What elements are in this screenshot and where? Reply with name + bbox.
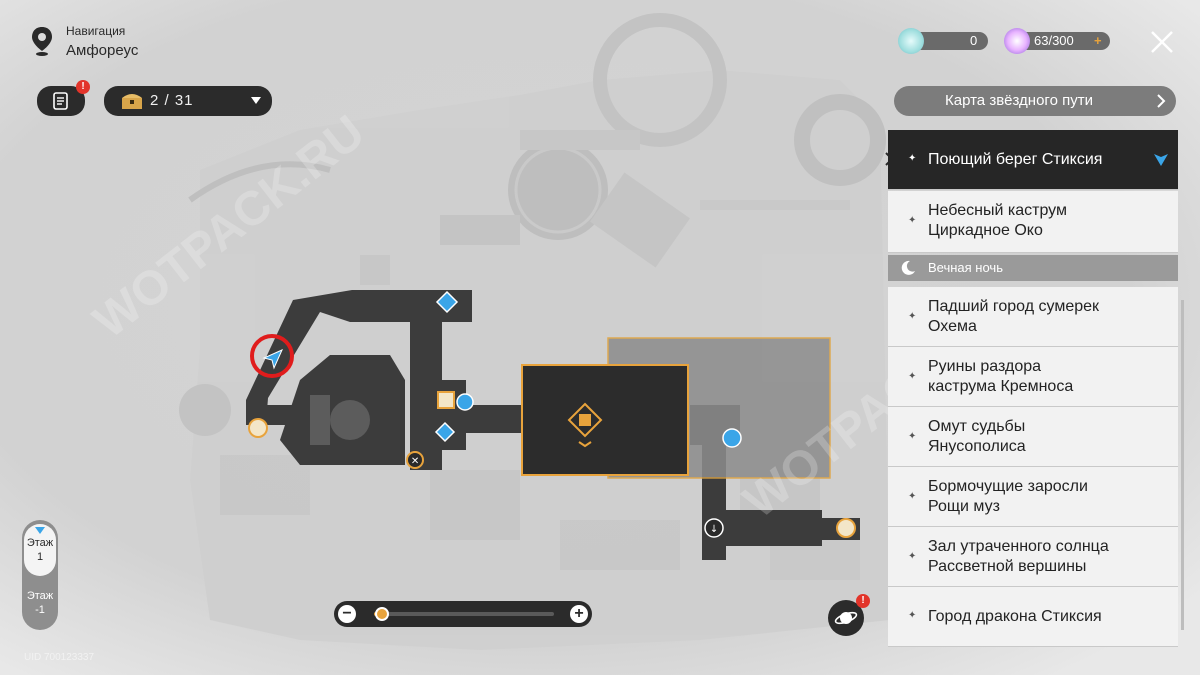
exit-marker-icon: [437, 391, 455, 409]
list-item[interactable]: ✦ Зал утраченного солнца Рассветной верш…: [888, 527, 1178, 587]
list-item-label: Город дракона Стиксия: [928, 608, 1102, 625]
list-item[interactable]: ✦ Омут судьбы Янусополиса: [888, 407, 1178, 467]
player-location-icon: [250, 334, 294, 378]
planet-icon: [834, 611, 858, 625]
section-header: Вечная ночь: [888, 255, 1178, 281]
list-item-label: Охема: [928, 318, 977, 335]
list-item-label: Бормочущие заросли: [928, 478, 1088, 495]
bullet-icon: ✦: [908, 215, 917, 226]
location-pin-icon: [32, 27, 52, 56]
zoom-control: − +: [334, 601, 592, 627]
bullet-icon: ✦: [908, 153, 917, 164]
zoom-out-button[interactable]: −: [338, 605, 356, 623]
list-item[interactable]: ✦ Город дракона Стиксия: [888, 587, 1178, 647]
trailblaze-power-icon: [1004, 28, 1030, 54]
highlighted-room-main: [521, 364, 689, 476]
stellar-jade-icon: [898, 28, 924, 54]
floor-minus-1-number: -1: [35, 604, 45, 616]
list-scrollbar[interactable]: [1181, 300, 1184, 630]
puzzle-marker-icon: [248, 418, 268, 438]
resource-1-pill: 0: [910, 32, 988, 50]
chest-counter-dropdown[interactable]: 2 / 31: [104, 86, 272, 116]
stairs-down-icon: [434, 421, 456, 443]
list-item-label: Падший город сумерек: [928, 298, 1100, 315]
space-anchor-icon: [456, 393, 474, 411]
zoom-slider[interactable]: [374, 607, 554, 621]
puzzle-marker-icon-2: [836, 518, 856, 538]
notes-button[interactable]: !: [37, 80, 90, 116]
crescent-moon-icon: [901, 260, 915, 275]
floor-selector: Этаж 1 Этаж -1: [22, 520, 58, 630]
chevron-down-icon: [251, 97, 261, 104]
list-item-label: Циркадное Око: [928, 222, 1043, 239]
floor-minus-1-button[interactable]: Этаж -1: [22, 584, 58, 628]
list-item-label: Руины раздора: [928, 358, 1042, 375]
list-item[interactable]: ✦ Руины раздора каструма Кремноса: [888, 347, 1178, 407]
floor-1-number: 1: [36, 551, 44, 563]
location-list: ✦ Поющий берег Стиксия ✦ Небесный кастру…: [888, 130, 1178, 675]
zoom-in-button[interactable]: +: [570, 605, 588, 623]
teleport-marker-icon: [435, 290, 459, 314]
star-rail-map-button[interactable]: Карта звёздного пути: [894, 86, 1176, 116]
list-item[interactable]: ✦ Бормочущие заросли Рощи муз: [888, 467, 1178, 527]
chest-counter-text: 2 / 31: [150, 92, 194, 109]
panel-header-label: Карта звёздного пути: [945, 92, 1093, 109]
floor-1-button[interactable]: Этаж 1: [24, 524, 56, 576]
bullet-icon: ✦: [908, 311, 917, 322]
elevator-icon: ↓: [704, 518, 724, 538]
notes-badge: !: [76, 80, 90, 94]
list-item-label: Омут судьбы: [928, 418, 1026, 435]
list-item-label: каструма Кремноса: [928, 378, 1074, 395]
list-item-label: Рощи муз: [928, 498, 1000, 515]
list-item[interactable]: ✦ Небесный каструм Циркадное Око: [888, 191, 1178, 253]
space-anchor-icon-2: [722, 428, 742, 448]
add-resource-button[interactable]: +: [1094, 33, 1102, 48]
current-floor-arrow-icon: [35, 527, 45, 534]
svg-text:↓: ↓: [710, 524, 718, 535]
resource-2-value: 63/300: [1034, 33, 1074, 48]
list-item[interactable]: ✦ Падший город сумерек Охема: [888, 287, 1178, 347]
room-marker-icon: [567, 402, 603, 448]
star-map-button[interactable]: !: [828, 594, 870, 636]
bullet-icon: ✦: [908, 551, 917, 562]
bullet-icon: ✦: [908, 610, 917, 621]
nav-title: Навигация: [66, 24, 126, 38]
star-map-badge: !: [856, 594, 870, 608]
svg-text:✕: ✕: [411, 456, 419, 467]
nav-location: Амфореус: [66, 42, 139, 59]
list-item-label: Зал утраченного солнца: [928, 538, 1109, 555]
floor-1-label: Этаж: [26, 537, 54, 549]
floor-detail: [310, 395, 370, 445]
location-marker-icon: [1154, 154, 1168, 166]
list-item-label: Янусополиса: [928, 438, 1026, 455]
combat-marker-icon: ✕: [406, 451, 424, 469]
zoom-slider-knob[interactable]: [375, 607, 389, 621]
notes-icon: [53, 92, 68, 110]
chevron-right-icon: [1157, 94, 1166, 108]
list-item-label: Рассветной вершины: [928, 558, 1087, 575]
bullet-icon: ✦: [908, 371, 917, 382]
resource-1-value: 0: [970, 33, 978, 48]
list-item-label: Небесный каструм: [928, 202, 1067, 219]
list-item[interactable]: ✦ Поющий берег Стиксия: [888, 130, 1178, 190]
user-id: UID 700123337: [24, 652, 95, 663]
close-icon[interactable]: [1148, 28, 1176, 56]
bullet-icon: ✦: [908, 431, 917, 442]
floor-minus-1-label: Этаж: [26, 590, 54, 602]
section-title: Вечная ночь: [928, 260, 1003, 275]
resource-2-pill: 63/300 +: [1016, 32, 1110, 50]
treasure-chest-icon: [122, 94, 142, 109]
bullet-icon: ✦: [908, 491, 917, 502]
list-item-label: Поющий берег Стиксия: [928, 151, 1103, 168]
